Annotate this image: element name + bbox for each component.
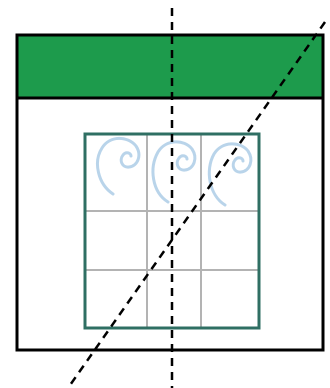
green-header-band: [17, 35, 323, 98]
